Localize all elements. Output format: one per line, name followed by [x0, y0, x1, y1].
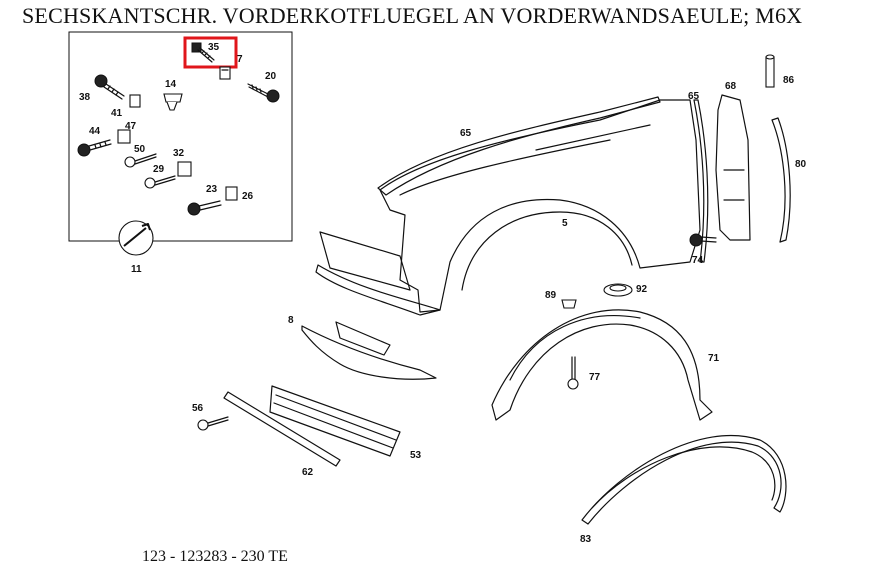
part-8-front-apron-panel[interactable] — [301, 321, 437, 380]
part-56-screw[interactable] — [197, 416, 229, 431]
callout-5[interactable]: 5 — [562, 218, 568, 229]
callout-32[interactable]: 32 — [173, 148, 185, 159]
diagram-reference-code: 123 - 123283 - 230 TE — [142, 548, 288, 565]
part-71-wheel-arch-liner[interactable] — [491, 309, 713, 421]
part-41-nut[interactable] — [129, 94, 141, 108]
callout-26[interactable]: 26 — [242, 191, 254, 202]
part-65-fender-molding-strip[interactable] — [377, 96, 661, 196]
callout-50[interactable]: 50 — [134, 144, 146, 155]
callout-74[interactable]: 74 — [692, 255, 704, 266]
small-parts-inset-box — [68, 31, 293, 242]
callout-23[interactable]: 23 — [206, 184, 218, 195]
part-44-bolt[interactable] — [77, 139, 112, 157]
part-89-clip[interactable] — [561, 299, 577, 309]
part-68-pillar-bracket[interactable] — [715, 94, 751, 241]
callout-38[interactable]: 38 — [79, 92, 91, 103]
callout-41[interactable]: 41 — [111, 108, 123, 119]
part-86-pin[interactable] — [765, 54, 775, 88]
callout-65-seal[interactable]: 65 — [688, 91, 700, 102]
callout-35[interactable]: 35 — [208, 42, 220, 53]
part-29-screw[interactable] — [144, 175, 176, 189]
part-53-grille-panel[interactable] — [269, 385, 401, 457]
part-50-screw[interactable] — [124, 153, 157, 168]
part-65-vertical-seal[interactable] — [693, 99, 709, 263]
callout-80[interactable]: 80 — [795, 159, 807, 170]
callout-65-strip[interactable]: 65 — [460, 128, 472, 139]
callout-68[interactable]: 68 — [725, 81, 737, 92]
part-77-screw[interactable] — [567, 356, 579, 390]
part-83-arch-seal[interactable] — [581, 434, 787, 525]
callout-14[interactable]: 14 — [165, 79, 177, 90]
callout-77[interactable]: 77 — [589, 372, 601, 383]
callout-71[interactable]: 71 — [708, 353, 720, 364]
part-32-nut[interactable] — [177, 161, 192, 177]
highlight-box-part-35[interactable] — [183, 36, 238, 69]
callout-29[interactable]: 29 — [153, 164, 165, 175]
part-23-bolt[interactable] — [187, 200, 222, 216]
part-80-rubber-seal[interactable] — [771, 117, 791, 243]
callout-11[interactable]: 11 — [131, 264, 142, 275]
callout-47[interactable]: 47 — [125, 121, 137, 132]
callout-8[interactable]: 8 — [288, 315, 294, 326]
part-14-clip[interactable] — [163, 93, 183, 111]
diagram-title: SECHSKANTSCHR. VORDERKOTFLUEGEL AN VORDE… — [22, 3, 803, 28]
callout-44[interactable]: 44 — [89, 126, 101, 137]
part-11-wrench-tool[interactable] — [118, 220, 154, 256]
part-92-grommet[interactable] — [603, 283, 633, 297]
part-20-bolt[interactable] — [247, 83, 280, 103]
part-47-clip[interactable] — [117, 129, 131, 144]
part-38-bolt[interactable] — [94, 74, 125, 100]
part-7-clip[interactable] — [219, 66, 231, 80]
front-fender-lower-panel[interactable] — [315, 231, 441, 316]
callout-86[interactable]: 86 — [783, 75, 795, 86]
callout-56[interactable]: 56 — [192, 403, 204, 414]
callout-62[interactable]: 62 — [302, 467, 314, 478]
callout-89[interactable]: 89 — [545, 290, 557, 301]
callout-53[interactable]: 53 — [410, 450, 422, 461]
callout-92[interactable]: 92 — [636, 284, 648, 295]
part-62-trim-strip[interactable] — [223, 391, 341, 467]
part-74-bolt[interactable] — [689, 233, 717, 247]
callout-20[interactable]: 20 — [265, 71, 277, 82]
callout-83[interactable]: 83 — [580, 534, 592, 545]
part-35-bolt[interactable] — [191, 42, 215, 63]
callout-7[interactable]: 7 — [237, 54, 243, 65]
part-26-clip[interactable] — [225, 186, 238, 201]
part-5-front-fender[interactable] — [379, 99, 701, 313]
